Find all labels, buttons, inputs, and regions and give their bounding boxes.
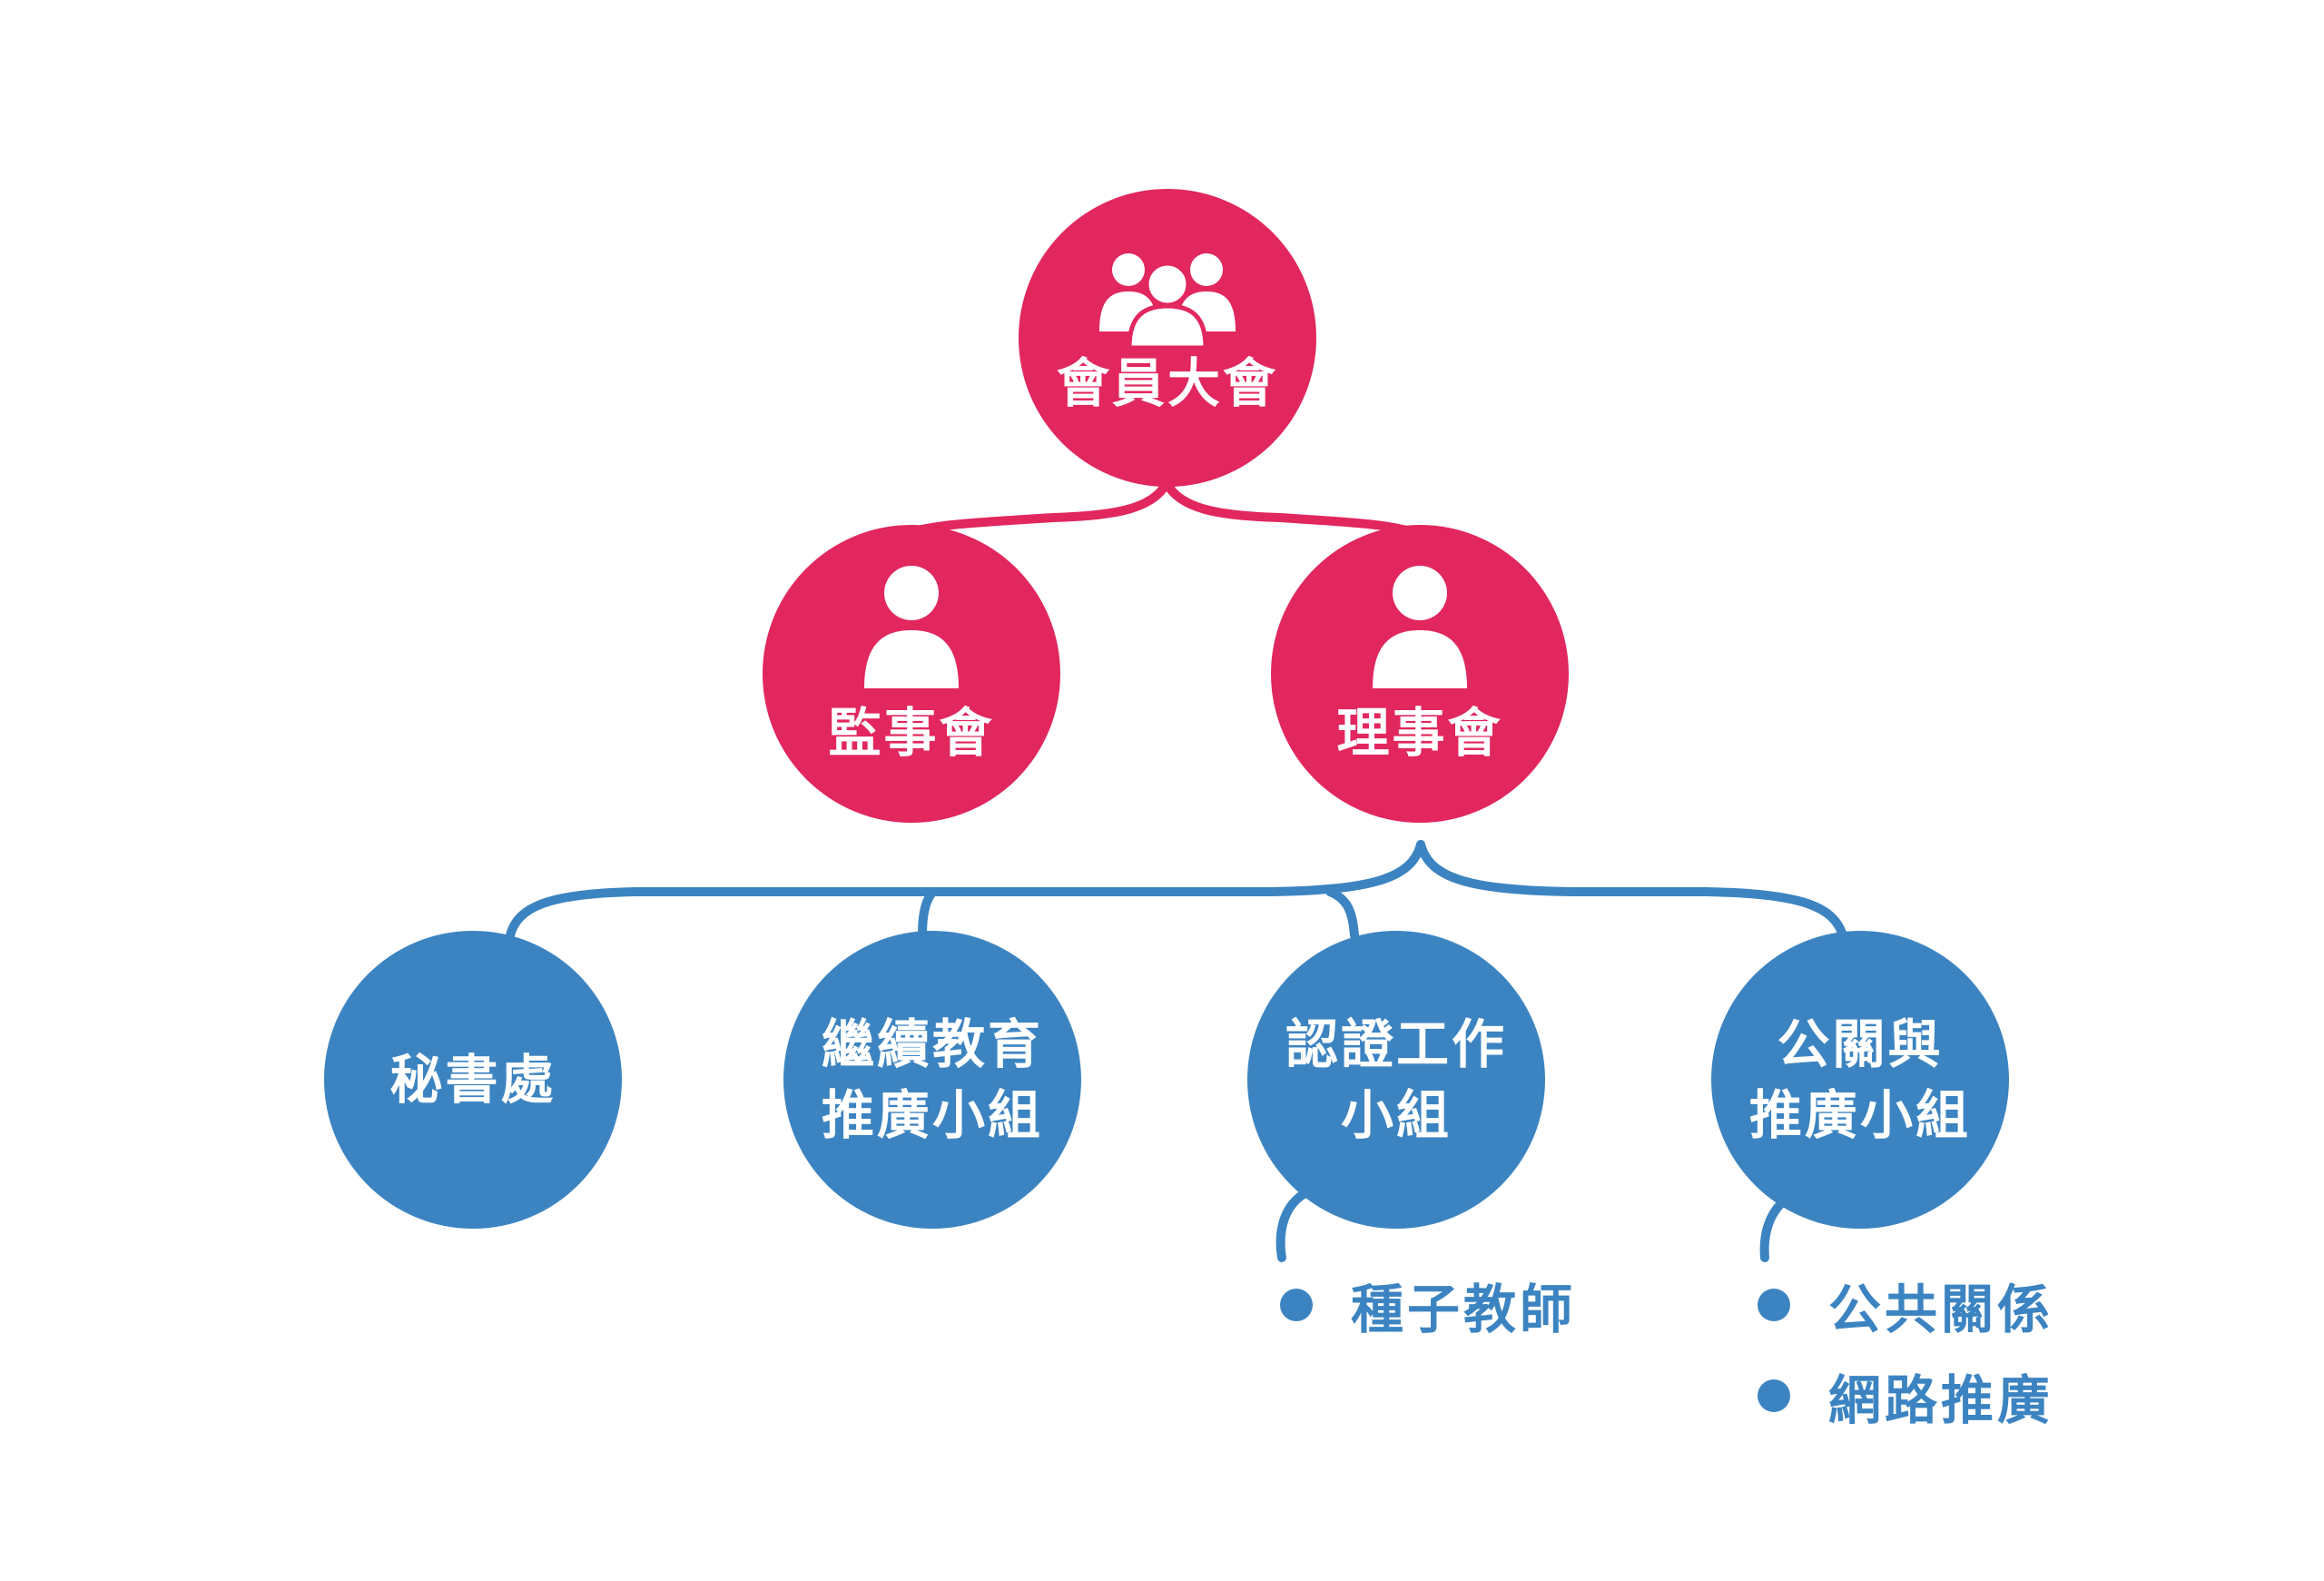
- sub-item-public-relations: 公共關係: [1758, 1267, 2053, 1343]
- directors-node: 理事會: [1271, 525, 1569, 823]
- public-relations-label: 公關與 推廣小組: [1748, 1013, 1971, 1146]
- secretariat-label: 秘書處: [389, 1049, 556, 1111]
- bullet-dot: [1758, 1379, 1790, 1412]
- continuing-education-node: 繼續教育 推廣小組: [783, 931, 1081, 1229]
- connector-certification: [1325, 887, 1359, 940]
- bullet-dot: [1280, 1289, 1313, 1321]
- public-relations-node: 公關與 推廣小組: [1711, 931, 2009, 1229]
- connector-sub-certification: [1275, 1190, 1308, 1262]
- sub-item-label: 種子教師: [1351, 1279, 1577, 1340]
- group-icon: [1099, 253, 1236, 348]
- secretariat-node: 秘書處: [324, 931, 622, 1229]
- connector-bus-left: [506, 840, 1425, 940]
- sub-item-label: 公共關係: [1828, 1279, 2054, 1340]
- general-assembly-node: 會員大會: [1019, 189, 1316, 487]
- connector-continuing-ed: [918, 887, 938, 940]
- connector-bus-right: [1416, 840, 1847, 940]
- person-icon: [1373, 566, 1467, 688]
- certification-label: 認證工作 小組: [1285, 1013, 1507, 1146]
- supervisors-node: 監事會: [763, 525, 1060, 823]
- continuing-education-label: 繼續教育 推廣小組: [821, 1013, 1043, 1146]
- sub-item-online-promotion: 網路推廣: [1758, 1358, 2053, 1434]
- sub-item-label: 網路推廣: [1828, 1369, 2054, 1431]
- certification-node: 認證工作 小組: [1247, 931, 1545, 1229]
- directors-label: 理事會: [1336, 702, 1503, 764]
- sub-item-seed-teachers: 種子教師: [1280, 1267, 1576, 1343]
- supervisors-label: 監事會: [828, 702, 995, 764]
- general-assembly-label: 會員大會: [1056, 352, 1278, 414]
- bullet-dot: [1758, 1289, 1790, 1321]
- connector-top-supervisors: [903, 479, 1171, 539]
- connector-top-directors: [1162, 479, 1421, 539]
- person-icon: [864, 566, 959, 688]
